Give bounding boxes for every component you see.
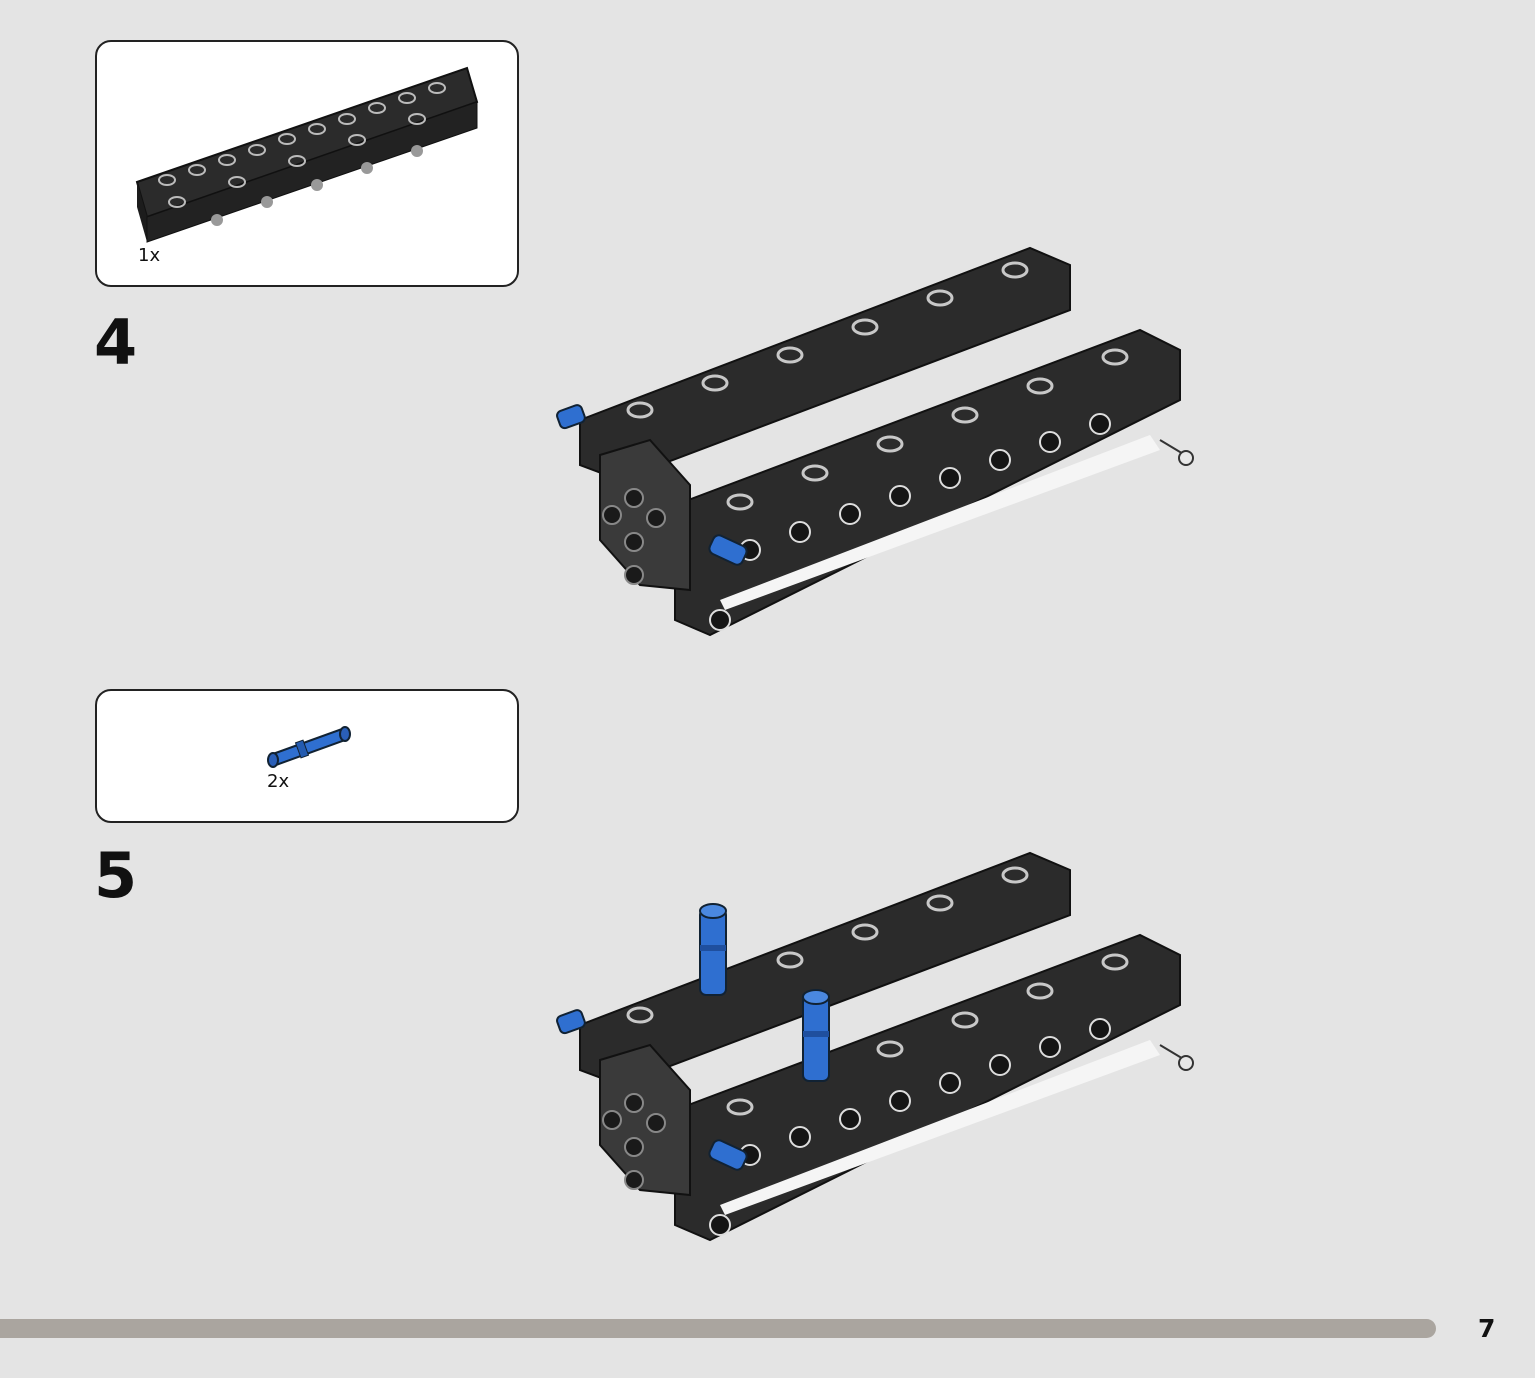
blue-pin-part-image bbox=[267, 726, 351, 768]
part-quantity: 2x bbox=[267, 771, 290, 792]
blue-pin-icon bbox=[556, 903, 830, 1171]
part-quantity: 1x bbox=[138, 245, 161, 266]
step-4-assembly-image bbox=[556, 246, 1194, 637]
parts-callout-step-5: 2x bbox=[95, 689, 519, 823]
progress-bar bbox=[0, 1319, 1436, 1338]
parts-callout-step-4: 1x bbox=[95, 40, 519, 287]
blue-pin-icon bbox=[556, 404, 748, 566]
beam-frame-part-image bbox=[135, 66, 479, 243]
step-number: 4 bbox=[94, 306, 138, 379]
step-5-assembly-image bbox=[556, 851, 1194, 1242]
page-number: 7 bbox=[1478, 1314, 1496, 1343]
step-number: 5 bbox=[94, 839, 138, 912]
